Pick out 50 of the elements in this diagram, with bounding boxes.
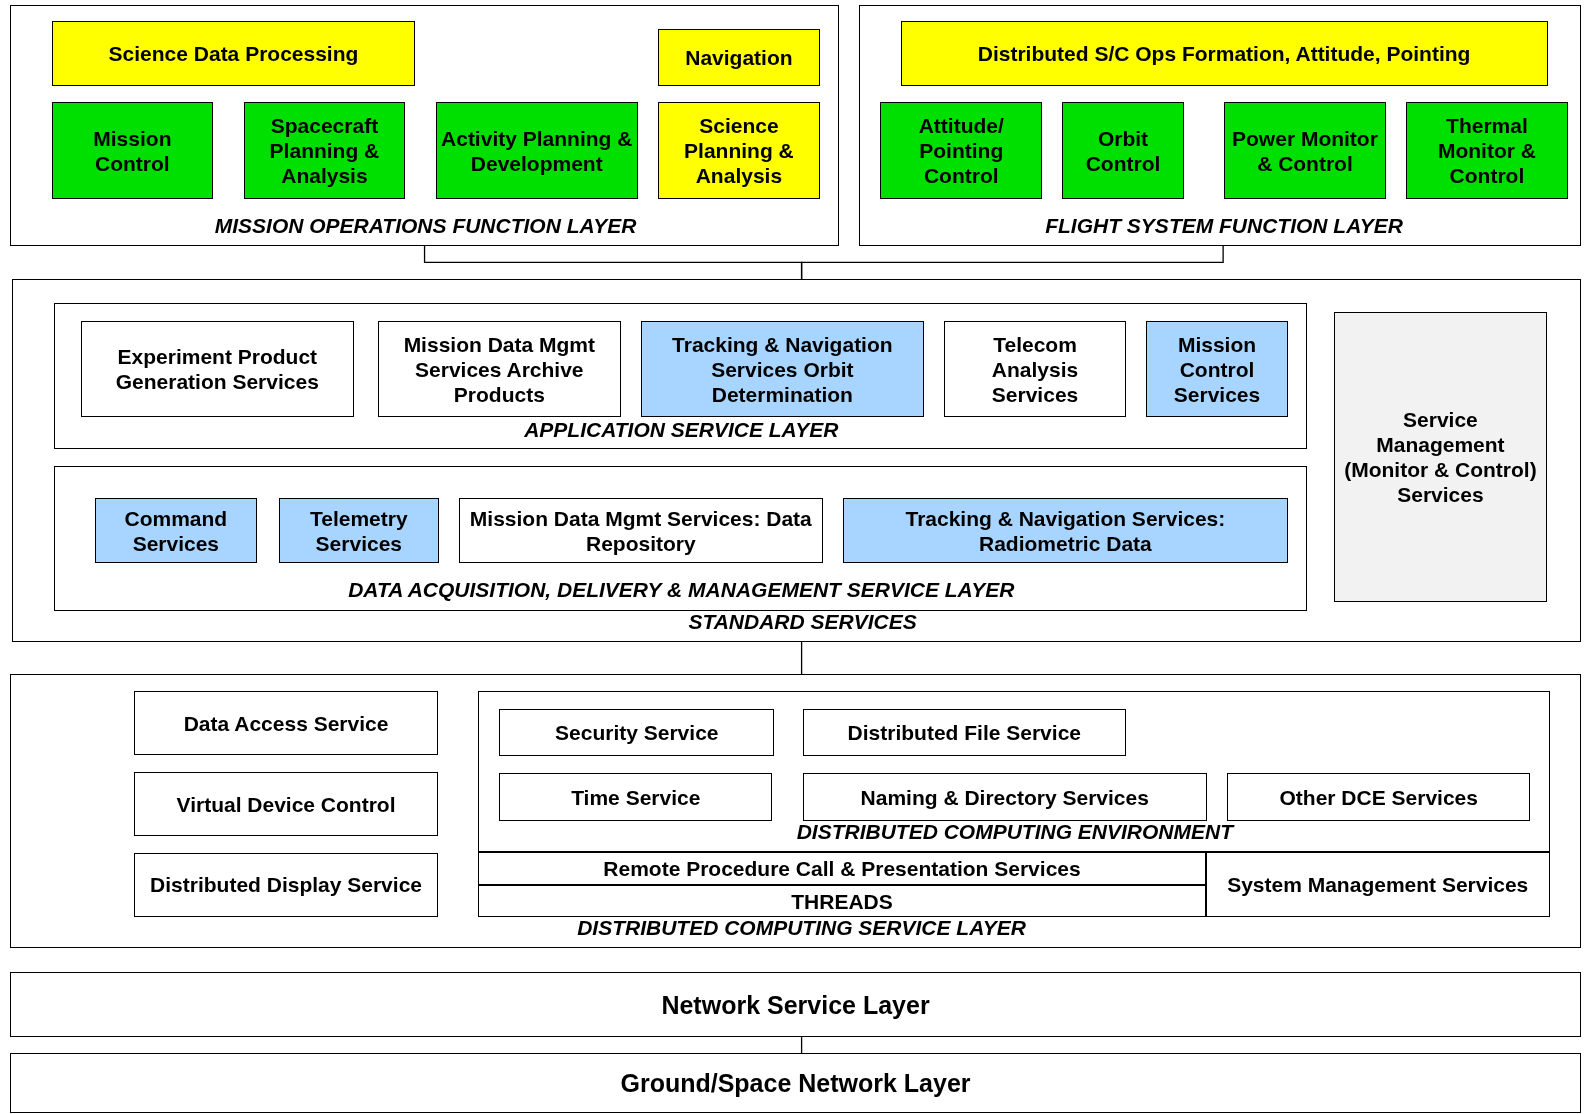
service-box: Science Data Processing bbox=[51, 21, 416, 86]
layer-panel bbox=[10, 674, 1581, 949]
service-box: THREADS bbox=[478, 885, 1206, 917]
service-box: Distributed S/C Ops Formation, Attitude, Pointing bbox=[900, 21, 1548, 86]
service-box: Distributed Display Service bbox=[134, 853, 438, 917]
service-box: Thermal Monitor & Control bbox=[1406, 102, 1568, 200]
layer-panel bbox=[53, 465, 1307, 611]
service-box: Mission Data Mgmt Services: Data Repository bbox=[458, 498, 823, 563]
service-box: Telemetry Services bbox=[278, 498, 439, 563]
service-box: Remote Procedure Call & Presentation Services bbox=[478, 852, 1206, 886]
service-box: Orbit Control bbox=[1062, 102, 1184, 200]
service-box: Security Service bbox=[499, 708, 775, 757]
layer-title: MISSION OPERATIONS FUNCTION LAYER bbox=[214, 214, 637, 239]
service-box: Mission Data Mgmt Services Archive Products bbox=[378, 321, 621, 418]
layer-panel bbox=[859, 5, 1581, 246]
service-box: Distributed File Service bbox=[802, 708, 1127, 757]
layer-title: DISTRIBUTED COMPUTING SERVICE LAYER bbox=[577, 915, 1026, 940]
service-box: Telecom Analysis Services bbox=[944, 321, 1126, 418]
service-box: Other DCE Services bbox=[1227, 773, 1531, 821]
service-box: Spacecraft Planning & Analysis bbox=[243, 102, 406, 200]
service-box: Navigation bbox=[658, 29, 820, 86]
service-box: Time Service bbox=[499, 773, 773, 821]
layer-bar: Ground/Space Network Layer bbox=[10, 1053, 1581, 1113]
service-box: Science Planning & Analysis bbox=[658, 102, 820, 200]
service-box: Command Services bbox=[94, 498, 257, 563]
service-box: Experiment Product Generation Services bbox=[80, 321, 354, 418]
service-box: Tracking & Navigation Services Orbit Determination bbox=[640, 321, 924, 418]
service-box: Power Monitor & Control bbox=[1224, 102, 1386, 200]
environment-panel bbox=[478, 691, 1550, 853]
service-box: Naming & Directory Services bbox=[802, 773, 1207, 821]
connector-line bbox=[800, 641, 803, 675]
layer-title: DISTRIBUTED COMPUTING ENVIRONMENT bbox=[796, 819, 1233, 844]
service-box: Activity Planning & Development bbox=[435, 102, 638, 200]
service-box: Mission Control Services bbox=[1146, 321, 1288, 418]
layer-panel bbox=[10, 5, 839, 246]
layer-panel bbox=[12, 279, 1581, 642]
service-box: Mission Control bbox=[51, 102, 214, 200]
connector-line bbox=[800, 245, 1224, 280]
service-box: Virtual Device Control bbox=[134, 772, 438, 836]
service-box: Tracking & Navigation Services: Radiometric Data bbox=[843, 498, 1288, 563]
layer-panel bbox=[53, 303, 1307, 449]
layer-bar: Network Service Layer bbox=[10, 972, 1581, 1038]
layer-title: APPLICATION SERVICE LAYER bbox=[524, 417, 839, 442]
service-box: Service Management (Monitor & Control) Services bbox=[1334, 312, 1547, 603]
layer-title: FLIGHT SYSTEM FUNCTION LAYER bbox=[1045, 214, 1403, 239]
layer-title: DATA ACQUISITION, DELIVERY & MANAGEMENT SERVICE LAYER bbox=[348, 578, 1015, 603]
layer-title: STANDARD SERVICES bbox=[688, 609, 917, 634]
service-box: Data Access Service bbox=[134, 691, 438, 756]
service-box: System Management Services bbox=[1205, 852, 1550, 917]
service-box: Attitude/ Pointing Control bbox=[880, 102, 1043, 200]
